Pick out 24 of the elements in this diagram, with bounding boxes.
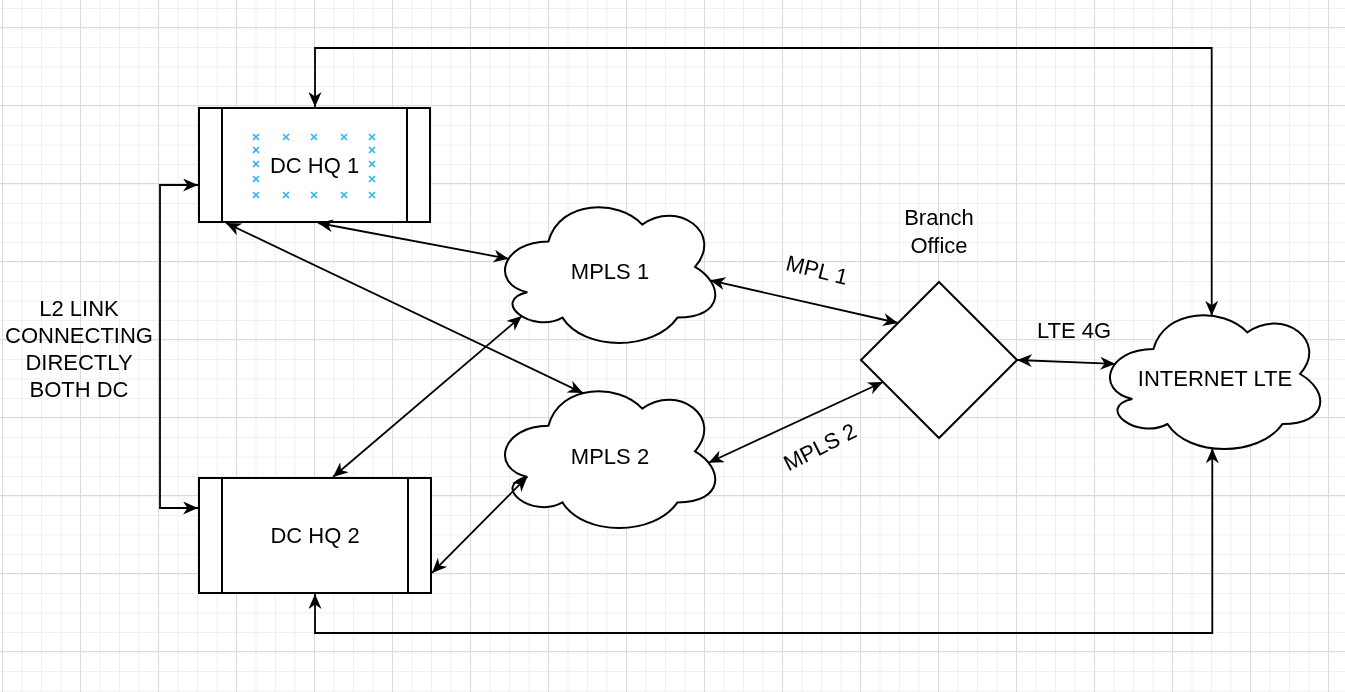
- double-arrow: [159, 178, 199, 515]
- process-box: [198, 107, 431, 223]
- node-label: DC HQ 1: [269, 151, 360, 179]
- double-arrow: [225, 222, 584, 394]
- node-label: DC HQ 2: [270, 522, 360, 549]
- node-label: Branch Office: [903, 204, 975, 260]
- process-box: [198, 477, 432, 594]
- double-arrow: [709, 277, 899, 326]
- edge-label: MPL 1: [783, 249, 851, 291]
- double-arrow: [308, 47, 1219, 317]
- double-arrow: [431, 476, 529, 574]
- cloud-shape: [505, 209, 715, 343]
- node-label: MPLS 1: [570, 258, 650, 285]
- double-arrow: [317, 219, 510, 263]
- double-arrow: [1016, 354, 1117, 370]
- double-arrow: [308, 447, 1219, 634]
- cloud-shape: [1110, 317, 1320, 449]
- node-label: INTERNET LTE: [1137, 365, 1293, 392]
- double-arrow: [332, 315, 523, 478]
- edge-label: L2 LINK CONNECTING DIRECTLY BOTH DC: [4, 295, 154, 403]
- double-arrow: [707, 381, 884, 464]
- node-label: MPLS 2: [570, 442, 650, 470]
- edge-label: LTE 4G: [1036, 316, 1112, 344]
- cloud-shape: [505, 393, 715, 528]
